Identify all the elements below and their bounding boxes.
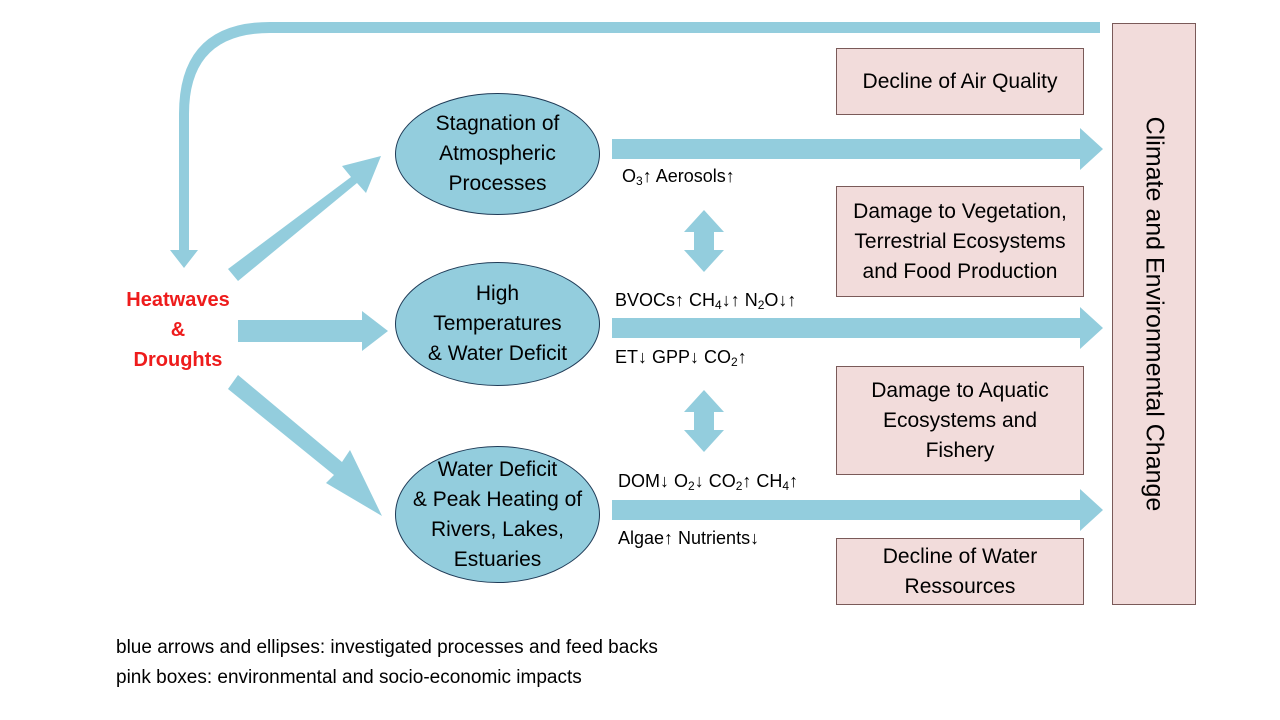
dom-mid-2: ↑ CH xyxy=(742,471,783,491)
ellipse-stagnation: Stagnation of Atmospheric Processes xyxy=(395,93,600,215)
arrow-temperatures-to-climate xyxy=(612,307,1103,349)
bvoc-sub-2: 2 xyxy=(757,298,765,312)
impact-air-quality-label: Decline of Air Quality xyxy=(862,69,1058,93)
arrow-atmosphere-to-climate xyxy=(612,128,1103,170)
legend-line-blue: blue arrows and ellipses: investigated p… xyxy=(116,637,658,658)
impact-vegetation: Damage to Vegetation, Terrestrial Ecosys… xyxy=(836,186,1084,297)
bvoc-mid: ↓↑ N xyxy=(721,290,758,310)
et-sub: 2 xyxy=(731,355,738,369)
impact-water-resources-label: Decline of Water Ressources xyxy=(882,544,1038,598)
double-arrow-lower xyxy=(684,390,724,452)
o3-sub: 3 xyxy=(636,174,643,188)
dom-mid-1: ↓ CO xyxy=(694,471,736,491)
algae-text: Algae↑ Nutrients↓ xyxy=(618,528,760,548)
arrow-to-stagnation xyxy=(228,156,381,281)
flux-label-bvocs: BVOCs↑ CH4↓↑ N2O↓↑ xyxy=(615,290,796,312)
o3-text: O xyxy=(622,166,637,186)
et-text: ET↓ GPP↓ CO xyxy=(615,347,732,367)
impact-aquatic: Damage to Aquatic Ecosystems and Fishery xyxy=(836,366,1084,475)
heatwaves-droughts-label: Heatwaves & Droughts xyxy=(108,285,248,375)
flux-label-dom: DOM↓ O2↓ CO2↑ CH4↑ xyxy=(618,471,798,493)
dom-sub-2: 2 xyxy=(735,479,743,493)
impact-aquatic-label: Damage to Aquatic Ecosystems and Fishery xyxy=(871,378,1049,462)
ellipse-water-deficit: Water Deficit & Peak Heating of Rivers, … xyxy=(395,446,600,583)
dom-text: DOM↓ O xyxy=(618,471,688,491)
flux-label-o3-aerosols: O3↑ Aerosols↑ xyxy=(622,166,735,188)
bvoc-rest: O↓↑ xyxy=(764,290,797,310)
source-line-3: Droughts xyxy=(133,349,223,371)
impact-vegetation-label: Damage to Vegetation, Terrestrial Ecosys… xyxy=(853,199,1067,283)
source-line-1: Heatwaves xyxy=(126,289,230,311)
legend-line-pink: pink boxes: environmental and socio-econ… xyxy=(116,667,582,688)
ellipse-high-temperatures: High Temperatures & Water Deficit xyxy=(395,262,600,386)
arrow-to-high-temperatures xyxy=(238,311,388,351)
bvoc-text: BVOCs↑ CH xyxy=(615,290,716,310)
impact-air-quality: Decline of Air Quality xyxy=(836,48,1084,115)
ellipse-high-temperatures-label: High Temperatures & Water Deficit xyxy=(427,282,568,365)
climate-change-label: Climate and Environmental Change xyxy=(1140,116,1169,512)
dom-rest: ↑ xyxy=(789,471,799,491)
source-line-2: & xyxy=(170,319,186,341)
ellipse-water-deficit-label: Water Deficit & Peak Heating of Rivers, … xyxy=(412,457,583,571)
impact-water-resources: Decline of Water Ressources xyxy=(836,538,1084,605)
dom-sub-1: 2 xyxy=(688,479,695,493)
arrow-water-to-climate xyxy=(612,489,1103,531)
climate-change-box: Climate and Environmental Change xyxy=(1112,23,1196,605)
o3-rest: ↑ Aerosols↑ xyxy=(642,166,735,186)
ellipse-stagnation-label: Stagnation of Atmospheric Processes xyxy=(435,112,560,195)
et-rest: ↑ xyxy=(737,347,747,367)
arrow-to-water-deficit xyxy=(228,375,382,516)
flux-label-algae: Algae↑ Nutrients↓ xyxy=(618,528,759,549)
double-arrow-upper xyxy=(684,210,724,272)
bvoc-sub-4: 4 xyxy=(715,298,722,312)
flux-label-et-gpp: ET↓ GPP↓ CO2↑ xyxy=(615,347,747,369)
dom-sub-3: 4 xyxy=(782,479,790,493)
